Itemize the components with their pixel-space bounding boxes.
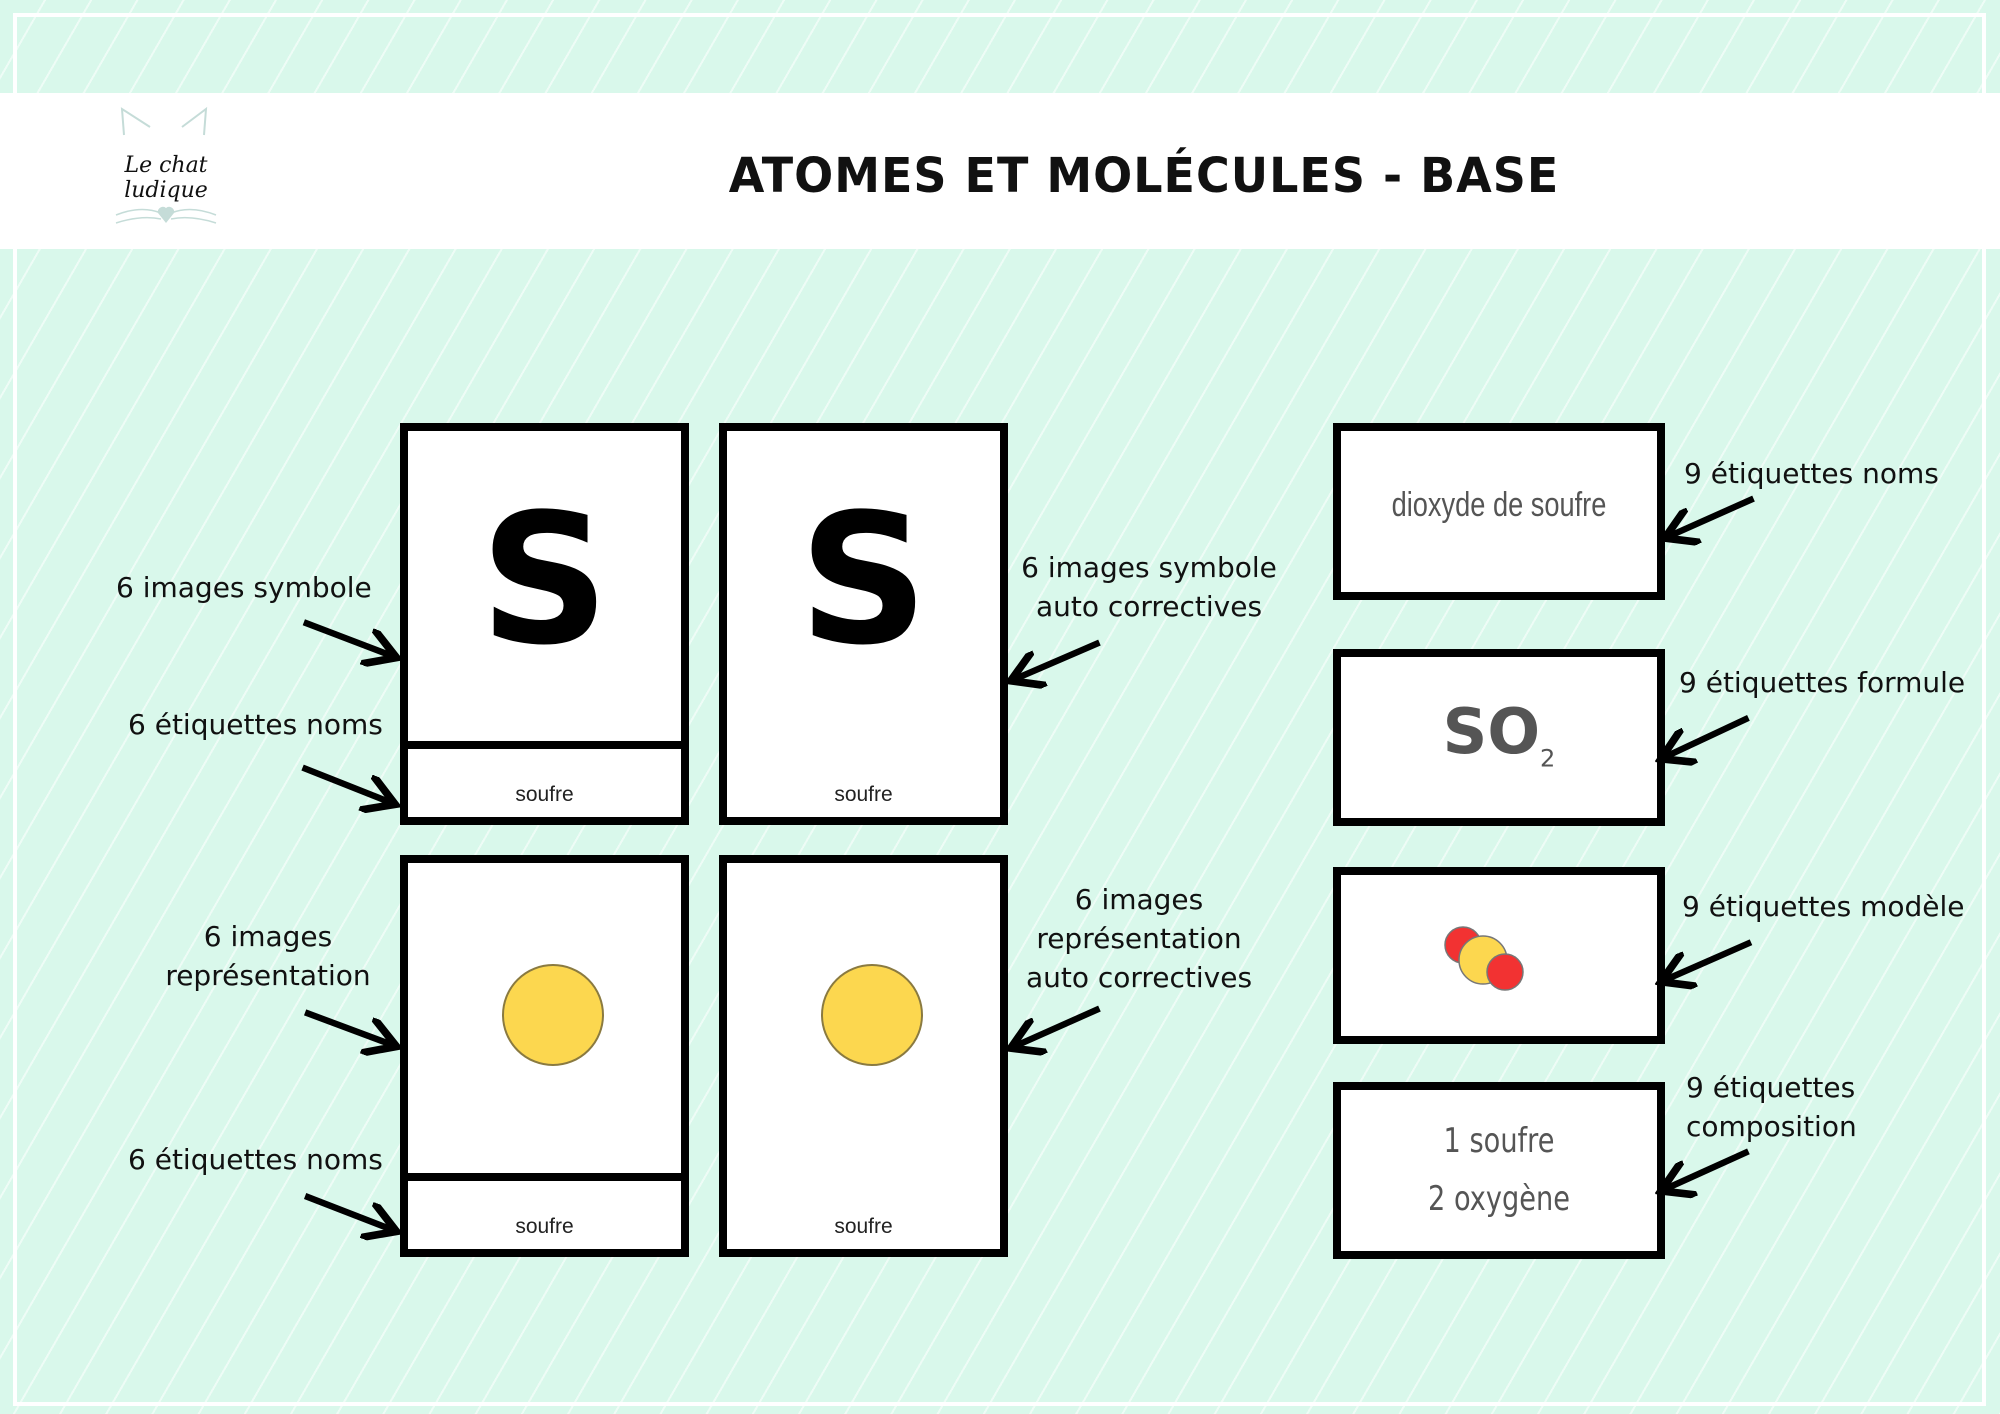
label-images-symbole: 6 images symbole: [116, 571, 372, 604]
label-r-modele: 9 étiquettes modèle: [1682, 890, 1965, 923]
label-line: 6 images symbole: [1021, 551, 1277, 584]
arrow-icon: [1667, 939, 1753, 979]
arrow-icon: [1017, 639, 1101, 679]
label-r-formule: 9 étiquettes formule: [1679, 666, 1966, 699]
page-frame: [13, 13, 1986, 1406]
label-line: auto correctives: [1035, 590, 1263, 623]
divider: [408, 1173, 681, 1181]
molecule-formula: SO2: [1341, 695, 1657, 772]
sulfur-atom-icon: [821, 964, 923, 1066]
arrow-icon: [1671, 495, 1755, 536]
representation-card-self-correcting: soufre: [719, 855, 1008, 1257]
label-r-noms: 9 étiquettes noms: [1684, 457, 1939, 490]
sulfur-atom-icon: [502, 964, 604, 1066]
formula-main: SO: [1442, 695, 1541, 768]
label-images-representation: 6 images représentation: [148, 917, 388, 995]
arrow-icon: [1667, 714, 1750, 756]
header-band: [0, 93, 2000, 249]
arrow-icon: [1017, 1005, 1101, 1046]
label-line: composition: [1686, 1110, 1857, 1143]
label-line: représentation: [1036, 922, 1242, 955]
label-line: 6 images: [203, 920, 333, 953]
label-symbole-auto: 6 images symbole auto correctives: [1019, 548, 1279, 626]
representation-card: soufre: [400, 855, 689, 1257]
name-label-card: dioxyde de soufre: [1333, 423, 1665, 600]
label-line: représentation: [165, 959, 371, 992]
label-line: 9 étiquettes: [1686, 1071, 1856, 1104]
symbol-card-self-correcting: S soufre: [719, 423, 1008, 825]
composition-line: 1 soufre: [1443, 1121, 1555, 1161]
atom-symbol: S: [798, 476, 929, 685]
label-line: 6 images: [1074, 883, 1204, 916]
label-etiquettes-noms: 6 étiquettes noms: [128, 708, 383, 741]
atom-symbol: S: [479, 476, 610, 685]
composition-line: 2 oxygène: [1428, 1179, 1570, 1219]
composition-label-card: 1 soufre 2 oxygène: [1333, 1082, 1665, 1259]
atom-name: soufre: [834, 1215, 893, 1238]
atom-name: soufre: [515, 1215, 574, 1238]
formula-label-card: SO2: [1333, 649, 1665, 826]
arrow-icon: [303, 1009, 390, 1044]
atom-name: soufre: [834, 783, 893, 806]
symbol-card: S soufre: [400, 423, 689, 825]
cat-logo-icon: [115, 106, 217, 224]
label-r-composition: 9 étiquettes composition: [1686, 1068, 1857, 1146]
arrow-icon: [303, 1192, 390, 1229]
label-etiquettes-noms: 6 étiquettes noms: [128, 1143, 383, 1176]
so2-model-icon: [1444, 926, 1524, 991]
arrow-icon: [1667, 1148, 1750, 1188]
label-line: auto correctives: [1025, 961, 1253, 994]
arrow-icon: [301, 764, 390, 802]
logo-text: Le chat ludique: [124, 153, 208, 203]
label-representation-auto: 6 images représentation auto correctives: [1009, 880, 1269, 997]
page-title: ATOMES ET MOLÉCULES - BASE: [728, 146, 1560, 204]
formula-subscript: 2: [1540, 744, 1556, 773]
divider: [408, 741, 681, 749]
logo: Le chat ludique: [86, 105, 246, 235]
atom-name: soufre: [515, 783, 574, 806]
molecule-name: dioxyde de soufre: [1391, 486, 1607, 524]
composition-text: 1 soufre 2 oxygène: [1373, 1112, 1626, 1228]
arrow-icon: [302, 619, 391, 655]
